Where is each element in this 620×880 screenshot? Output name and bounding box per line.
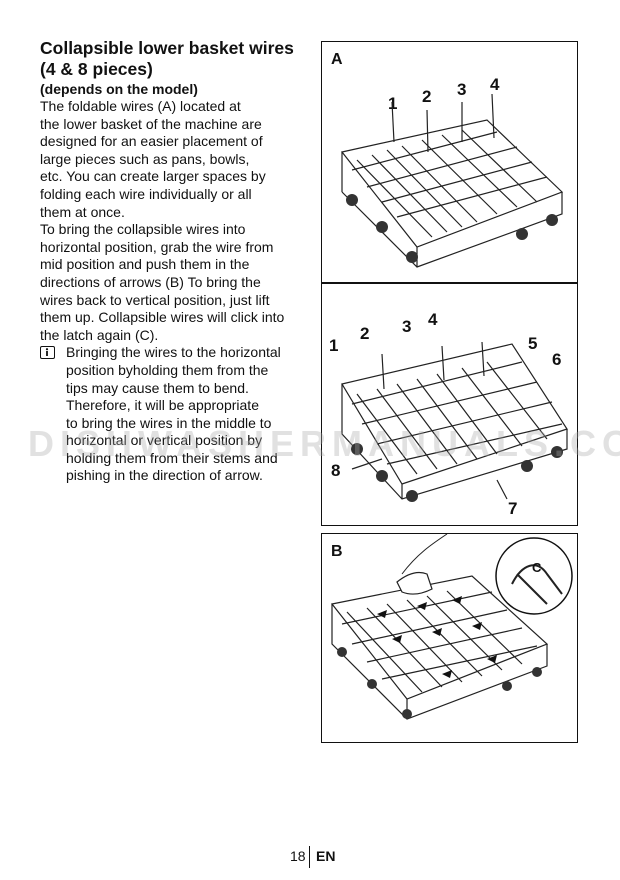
callout-4: 4 [428,310,438,329]
callout-2: 2 [360,324,370,343]
footer-divider [309,846,310,868]
detail-label-c: C [532,560,542,575]
section-title: Collapsible lower basket wires (4 & 8 pi… [40,38,294,79]
callout-3: 3 [457,80,467,99]
figure-panel-a: A 1 2 3 4 [321,41,578,283]
figure-panel-a-detail: 1 2 3 4 5 6 7 8 [321,283,578,526]
callout-7: 7 [508,499,518,518]
note-block: Bringing the wires to the horizontal pos… [40,344,310,485]
callout-4: 4 [490,75,500,94]
section-subtitle: (depends on the model) [40,81,198,97]
page-number: 18 [290,848,306,864]
instructions-paragraph: The foldable wires (A) located at the lo… [40,98,285,343]
detail-circle [495,537,573,615]
callout-1: 1 [388,94,398,113]
info-note-icon [40,346,55,360]
callout-1: 1 [329,336,339,355]
callout-2: 2 [422,87,432,106]
callout-5: 5 [528,334,538,353]
basket-illustration-a-detail [341,341,568,502]
panel-label-b: B [331,543,343,560]
basket-illustration-b [330,534,573,720]
callout-6: 6 [552,350,562,369]
panel-label-a: A [331,51,343,68]
callout-3: 3 [402,317,412,336]
language-code: EN [316,848,336,864]
figure-panel-b: B C [321,533,578,743]
basket-illustration-a [340,93,564,268]
callout-8: 8 [331,461,341,480]
text-column: Collapsible lower basket wires (4 & 8 pi… [40,38,310,485]
